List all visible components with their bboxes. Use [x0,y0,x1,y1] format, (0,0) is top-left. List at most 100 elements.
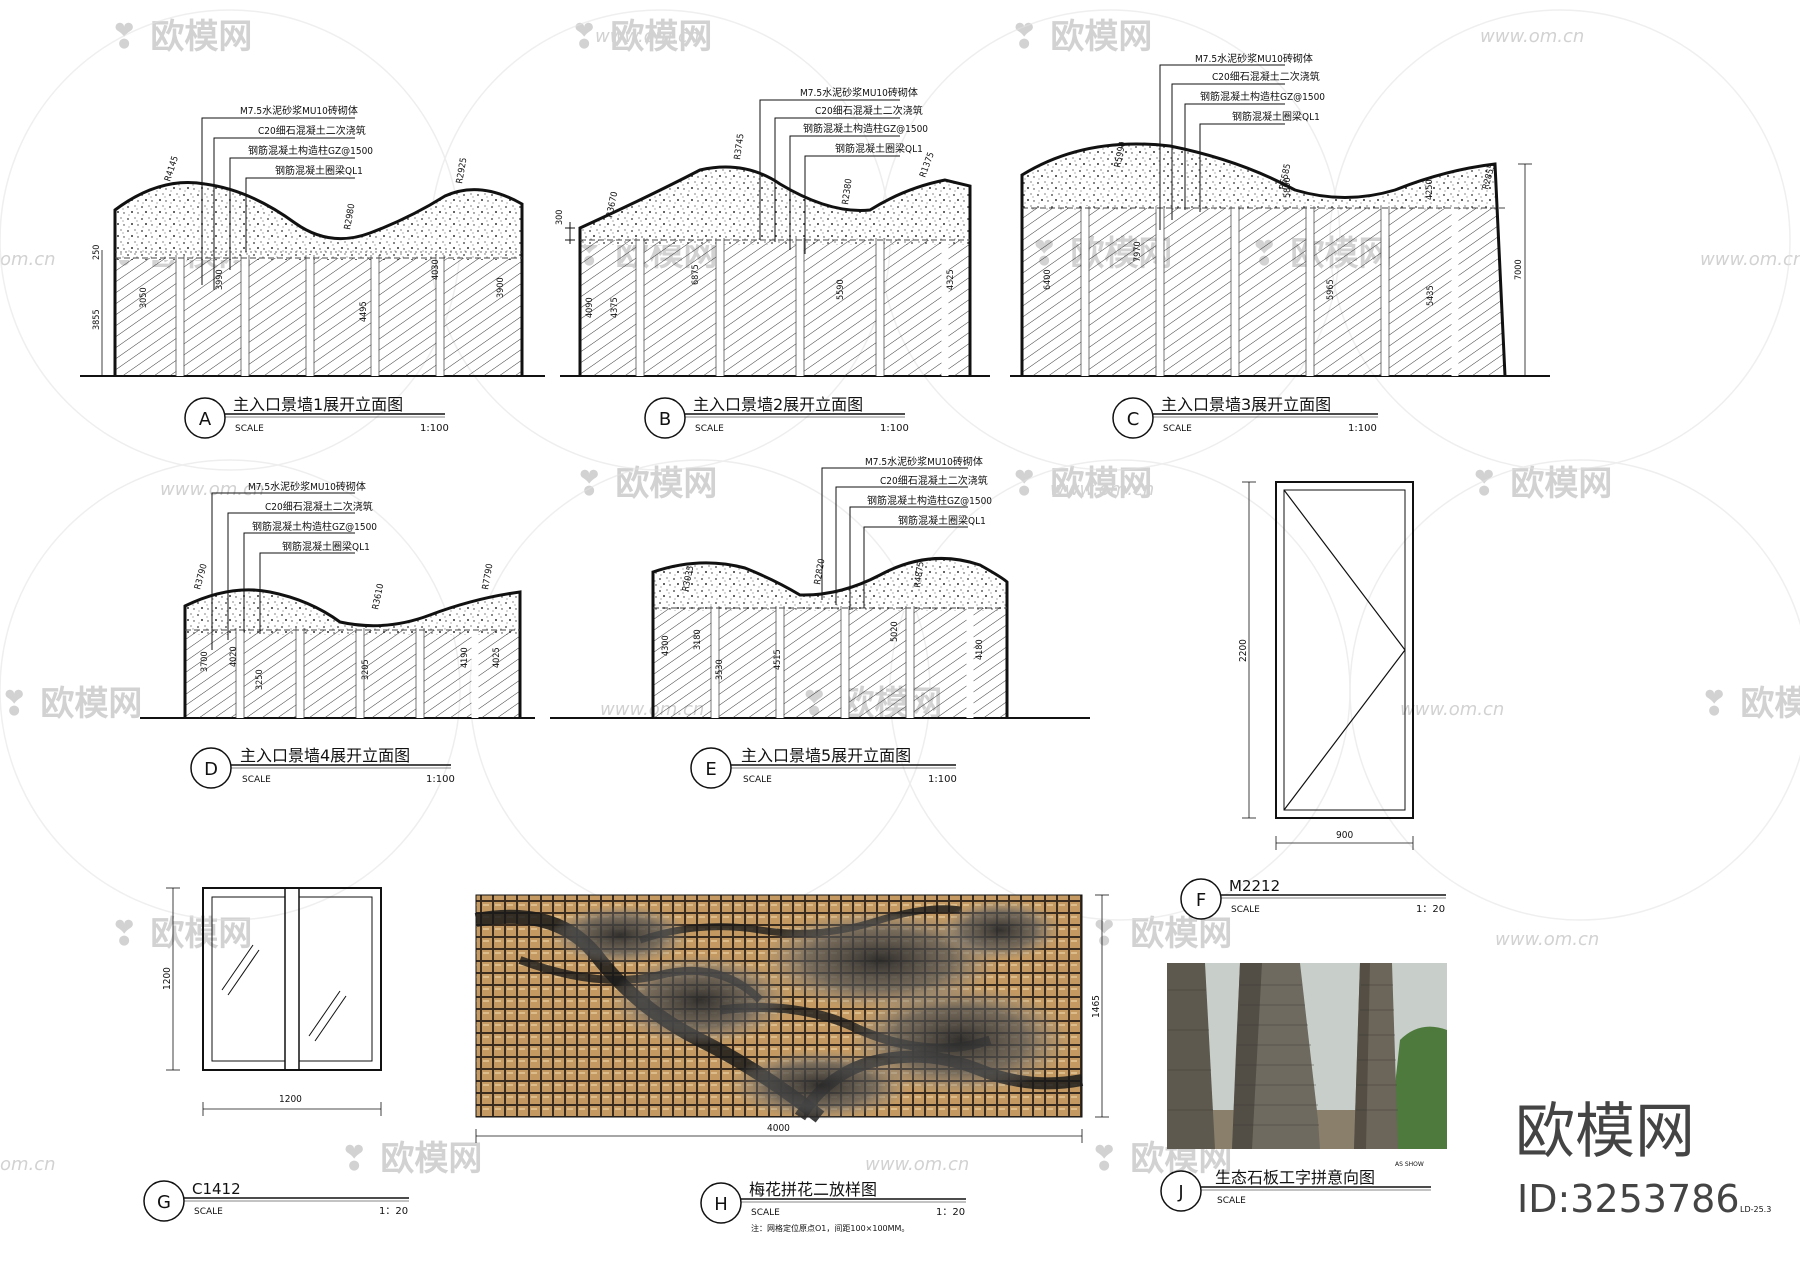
note-a-2: C20细石混凝土二次浇筑 [258,124,366,137]
dim-e-4: 5020 [890,621,900,642]
sub-top-j: AS SHOW [1395,1161,1424,1168]
dim-b-3: 6875 [691,264,701,285]
dim-d-2: 3250 [255,669,265,690]
watermark-logo: ❣ 欧模网 [1700,684,1800,724]
dim-a-1: 250 [92,245,102,260]
title-c: 主入口景墙3展开立面图 [1161,395,1331,414]
scale-word-d: SCALE [242,775,271,785]
note-c-1: M7.5水泥砂浆MU10砖砌体 [1195,52,1313,65]
label-d: D [204,759,218,780]
brand-id-text: ID:3253786 [1517,1177,1740,1221]
scale-word-f: SCALE [1231,905,1260,915]
watermark-url: www.om.cn [865,1154,969,1175]
dim-b-4: 5590 [836,279,846,300]
scale-word-e: SCALE [743,775,772,785]
dim-e-2: 3530 [715,659,725,680]
note-e-4: 钢筋混凝土圈梁QL1 [898,514,986,527]
title-j: 生态石板工字拼意向图 [1215,1168,1375,1187]
scale-word-g: SCALE [194,1207,223,1217]
scale-c: 1:100 [1348,423,1377,434]
note-b-1: M7.5水泥砂浆MU10砖砌体 [800,86,918,99]
dim-g-width: 1200 [279,1094,302,1105]
dim-b-1: 4090 [585,297,595,318]
watermark-url: www.om.cn [1495,929,1599,950]
elevation-b: M7.5水泥砂浆MU10砖砌体 C20细石混凝土二次浇筑 钢筋混凝土构造柱GZ@… [555,86,990,439]
label-a: A [199,409,212,430]
photo-j-detail: J 生态石板工字拼意向图 SCALE AS SHOW [1160,963,1447,1212]
dim-d-5: 4025 [492,647,502,668]
plum-blossom-pattern [474,900,1084,1123]
dim-h-height: 1465 [1091,995,1102,1018]
sheet-number: LD-25.3 [1740,1205,1771,1214]
label-c: C [1127,409,1140,430]
dim-a-6: 3900 [496,277,506,298]
scale-word-c: SCALE [1163,424,1192,434]
label-h: H [714,1194,728,1215]
note-c-2: C20细石混凝土二次浇筑 [1212,70,1320,83]
radius-b-2: R2380 [841,178,855,205]
note-h: 注：网格定位原点O1，间距100×100MM。 [751,1223,909,1233]
label-f: F [1196,890,1206,911]
note-d-2: C20细石混凝土二次浇筑 [265,500,373,513]
elevation-d: M7.5水泥砂浆MU10砖砌体 C20细石混凝土二次浇筑 钢筋混凝土构造柱GZ@… [140,480,535,789]
note-b-4: 钢筋混凝土圈梁QL1 [835,142,923,155]
scale-e: 1:100 [928,774,957,785]
dim-a-3: 3990 [215,269,225,290]
radius-a-0: R4145 [163,155,181,183]
title-d: 主入口景墙4展开立面图 [240,746,410,765]
dim-d-3: 3205 [361,659,371,680]
dim-c-5: 5800 [1283,177,1293,198]
brand-block: 欧模网 ID:3253786 LD-25.3 [1515,1097,1771,1221]
scale-d: 1:100 [426,774,455,785]
dim-c-3: 5435 [1426,285,1436,306]
note-e-1: M7.5水泥砂浆MU10砖砌体 [865,455,983,468]
dim-h-width: 4000 [767,1123,790,1134]
title-a: 主入口景墙1展开立面图 [233,395,403,414]
title-g: C1412 [192,1180,241,1198]
note-a-1: M7.5水泥砂浆MU10砖砌体 [240,104,358,117]
dim-c-0: 6400 [1043,269,1053,290]
dim-e-1: 3180 [693,629,703,650]
note-a-3: 钢筋混凝土构造柱GZ@1500 [248,144,373,157]
radius-d-2: R7790 [481,563,495,591]
scale-b: 1:100 [880,423,909,434]
label-g: G [157,1192,171,1213]
radius-a-2: R2925 [455,157,469,185]
note-a-4: 钢筋混凝土圈梁QL1 [275,164,363,177]
title-f: M2212 [1229,877,1280,895]
dim-b-0: 300 [555,210,565,225]
dim-d-0: 3700 [200,651,210,672]
radius-e-2: R4875 [913,561,927,588]
brand-logo-text: 欧模网 [1515,1097,1695,1167]
dim-a-0: 3855 [92,309,102,330]
scale-word-j: SCALE [1217,1196,1246,1206]
scale-word-b: SCALE [695,424,724,434]
scale-h: 1：20 [936,1207,965,1218]
dim-a-4: 4495 [359,301,369,322]
stone-wall-photo [1167,963,1447,1149]
dim-e-3: 4515 [773,649,783,670]
radius-e-1: R2820 [813,558,827,586]
panel-h-detail: 1465 4000 H 梅花拼花二放样图 SCALE 1：20 注：网格定位原点… [474,894,1109,1233]
watermark-logo: ❣ 欧模网 [110,17,252,57]
dim-a-5: 4030 [431,259,441,280]
scale-a: 1:100 [420,423,449,434]
dim-e-5: 4180 [975,639,985,660]
watermark-logo: ❣ 欧模网 [570,17,712,57]
watermark-logo: ❣ 欧模网 [0,684,142,724]
watermark-url: www.om.cn [160,479,264,500]
scale-f: 1：20 [1416,904,1445,915]
elevation-a: M7.5水泥砂浆MU10砖砌体 C20细石混凝土二次浇筑 钢筋混凝土构造柱GZ@… [80,104,545,439]
radius-d-0: R3790 [193,563,209,591]
dim-f-width: 900 [1336,830,1353,841]
watermark-url: www.om.cn [1480,26,1584,47]
elevation-e: M7.5水泥砂浆MU10砖砌体 C20细石混凝土二次浇筑 钢筋混凝土构造柱GZ@… [550,455,1090,789]
watermark-logo: ❣ 欧模网 [1010,464,1152,504]
note-e-2: C20细石混凝土二次浇筑 [880,474,988,487]
dim-c-1: 7970 [1133,241,1143,262]
watermark-url: www.om.cn [595,26,699,47]
dim-d-1: 4020 [229,646,239,667]
radius-b-1: R3745 [733,133,747,160]
label-j: J [1177,1182,1183,1203]
note-d-3: 钢筋混凝土构造柱GZ@1500 [252,520,377,533]
